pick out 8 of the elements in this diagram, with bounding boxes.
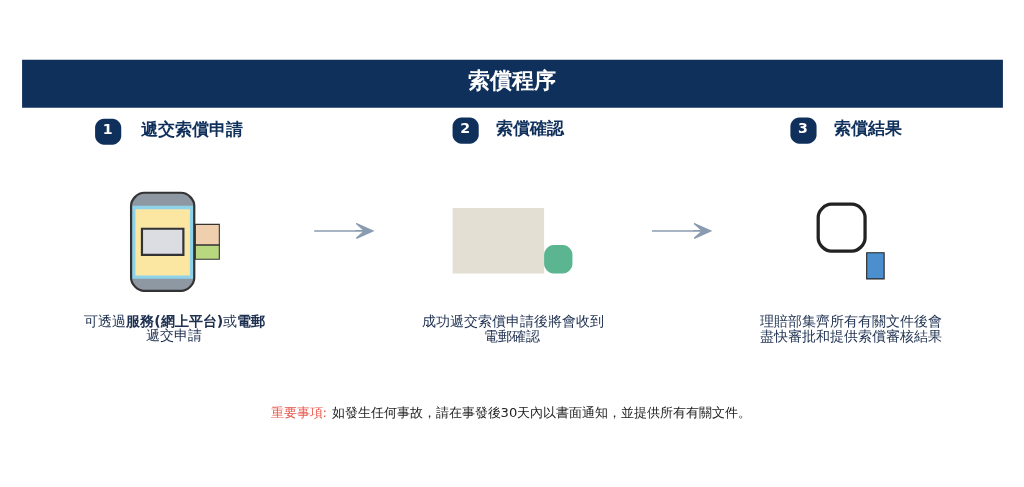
node-label: 理賠部集齊所有有關文件後會盡快審批和提供索償審核結果: [759, 312, 942, 344]
node-label: 索償結果: [833, 117, 902, 138]
node-label: 可透過服務(網上平台)或電郵遞交申請: [83, 312, 265, 343]
node-label: 成功遞交索償申請後將會收到電郵確認: [421, 312, 604, 344]
diagram-title: 索償程序: [467, 67, 556, 93]
label: 重要事項:: [270, 404, 327, 420]
node-label: 遞交索償申請: [140, 118, 243, 139]
label: 如發生任何事故，請在事發後30天內以書面通知，並提供所有有關文件。: [331, 404, 751, 420]
